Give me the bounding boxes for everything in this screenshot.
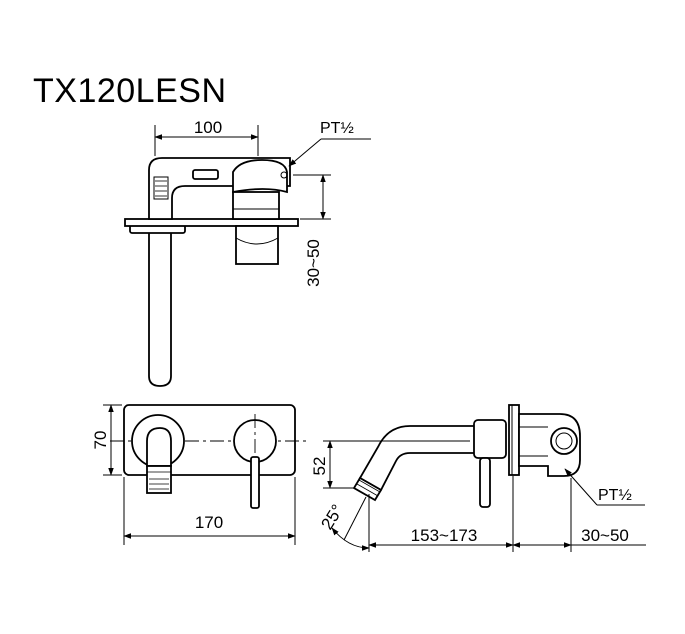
top-view-wall-plate — [124, 218, 299, 227]
side-view: 52 25° 153~173 30~50 PT½ — [310, 404, 646, 552]
top-view: 100 PT½ 30~50 — [124, 118, 371, 387]
top-thread-label: PT½ — [320, 120, 354, 137]
front-view: 70 170 — [91, 404, 310, 545]
top-view-rough-body — [235, 225, 279, 265]
front-height-label: 70 — [91, 431, 110, 450]
side-view-lever — [479, 457, 491, 508]
side-view-aerator — [352, 476, 383, 502]
angle-arc — [331, 527, 370, 551]
front-view-aerator — [146, 465, 172, 494]
side-angle-label: 25° — [317, 501, 347, 533]
top-view-cartridge-cap — [232, 159, 288, 194]
side-view-thread-port — [550, 427, 578, 455]
side-view-hub — [473, 419, 507, 459]
side-height-label: 52 — [310, 457, 329, 476]
front-view-lever — [250, 456, 260, 509]
top-depth-label: 30~50 — [304, 239, 323, 287]
aerator-grill — [153, 176, 169, 200]
side-thread-label: PT½ — [598, 487, 632, 504]
model-title: TX120LESN — [33, 72, 227, 110]
top-view-valve-body — [232, 191, 280, 220]
front-width-label: 170 — [195, 513, 223, 532]
front-view-spout — [146, 427, 172, 467]
top-view-spout — [148, 227, 172, 387]
side-view-spout — [358, 425, 476, 492]
side-reach-label: 153~173 — [411, 526, 478, 545]
thread-port — [280, 171, 288, 179]
side-depth-label: 30~50 — [581, 526, 629, 545]
top-view-lever — [192, 169, 219, 180]
top-width-label: 100 — [194, 118, 222, 137]
side-view-wall-plate — [508, 404, 520, 476]
